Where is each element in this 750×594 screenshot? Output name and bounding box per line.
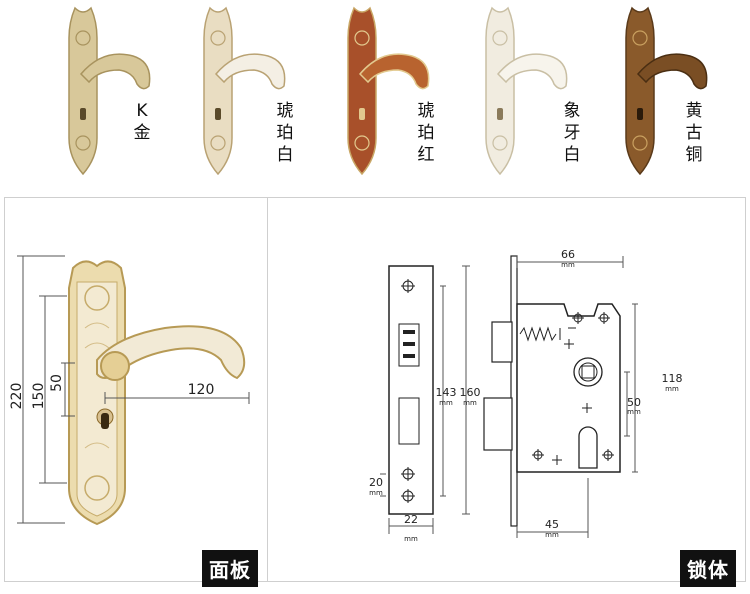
finish-char: 金	[133, 123, 151, 143]
lockbody-label: 锁体	[680, 550, 736, 587]
finish-char: K	[136, 101, 148, 121]
dim-50-lock: 50	[627, 396, 641, 409]
lockbody-frame: 66 mm 118 mm 50 mm 45 mm 143 mm 160 mm 2…	[267, 197, 746, 587]
finish-handles-graphic	[68, 6, 708, 176]
handle-ivory-white	[485, 6, 568, 176]
handle-k-gold	[68, 6, 151, 176]
finish-char: 红	[417, 145, 435, 165]
finish-label-amber-white: 琥 珀 白	[275, 100, 295, 166]
dim-45-unit: mm	[545, 531, 559, 539]
dim-160: 160	[460, 386, 481, 399]
dim-118-unit: mm	[665, 385, 679, 393]
finish-row: K 金 琥 珀 白 琥 珀 红 象 牙 白 黄 古 铜	[0, 0, 750, 182]
finish-label-antique-bronze: 黄 古 铜	[684, 100, 704, 166]
dim-150: 150	[31, 383, 47, 410]
panel-drawing: 220 150 50 120	[9, 255, 250, 526]
dim-160-unit: mm	[463, 399, 477, 407]
dim-22-unit: mm	[404, 535, 418, 543]
finish-char: 牙	[563, 123, 581, 143]
finish-char: 黄	[685, 101, 703, 121]
dim-20-unit: mm	[369, 489, 383, 497]
dim-20: 20	[369, 476, 383, 489]
dim-143-unit: mm	[439, 399, 453, 407]
dim-220: 220	[9, 383, 25, 410]
handle-amber-white	[203, 6, 286, 176]
dim-66-unit: mm	[561, 261, 575, 269]
finish-char: 琥	[417, 101, 435, 121]
dim-50-lock-unit: mm	[627, 408, 641, 416]
dim-66: 66	[561, 248, 575, 261]
finish-char: 琥	[276, 101, 294, 121]
finish-char: 珀	[417, 123, 435, 143]
dim-118: 118	[662, 372, 683, 385]
finish-char: 古	[685, 123, 703, 143]
handle-amber-red	[347, 6, 430, 176]
finish-char: 白	[563, 145, 581, 165]
finish-label-k-gold: K 金	[132, 100, 152, 144]
dim-143: 143	[436, 386, 457, 399]
finish-label-ivory-white: 象 牙 白	[562, 100, 582, 166]
dim-45: 45	[545, 518, 559, 531]
finish-char: 白	[276, 145, 294, 165]
dim-22: 22	[404, 513, 418, 526]
finish-char: 珀	[276, 123, 294, 143]
finish-char: 铜	[685, 145, 703, 165]
panel-frame: 220 150 50 120 面板	[4, 197, 268, 587]
handle-antique-bronze	[625, 6, 708, 176]
panel-label: 面板	[202, 550, 258, 587]
finish-char: 象	[563, 101, 581, 121]
dim-50: 50	[49, 374, 65, 392]
finish-label-amber-red: 琥 珀 红	[416, 100, 436, 166]
lockbody-drawing: 66 mm 118 mm 50 mm 45 mm 143 mm 160 mm 2…	[369, 248, 683, 543]
dim-120: 120	[188, 382, 215, 398]
